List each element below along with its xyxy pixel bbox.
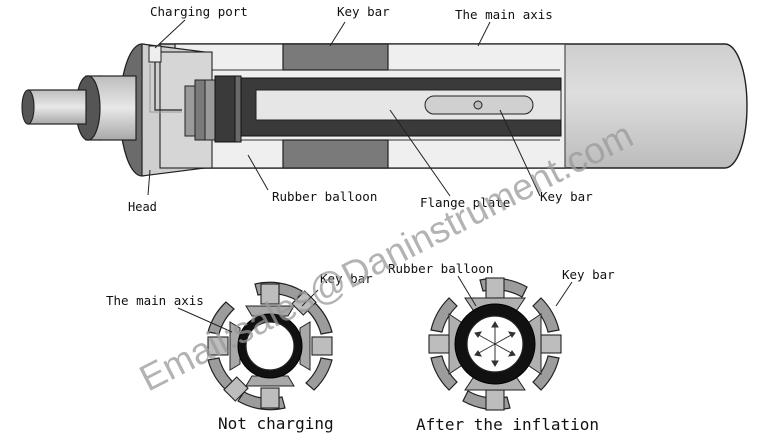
label-rubber-balloon-bottom: Rubber balloon [388, 261, 493, 276]
label-flange-plate: Flange plate [420, 195, 510, 210]
callouts-bottom-right [457, 275, 573, 307]
side-view [21, 43, 748, 177]
label-key-bar-right: Key bar [540, 189, 593, 204]
label-main-axis-bottom: The main axis [106, 293, 204, 308]
rubber-balloon-rings [184, 75, 242, 143]
callouts-top [147, 19, 541, 197]
callouts-bottom-left [177, 289, 319, 333]
key-bar-bottom-block [282, 139, 389, 169]
main-axis-core [245, 321, 295, 371]
label-key-bar-top: Key bar [337, 4, 390, 19]
shaft-end [27, 89, 87, 125]
label-main-axis-top: The main axis [455, 7, 553, 22]
inflation-arrows [474, 321, 516, 367]
key-bars [207, 283, 333, 409]
label-key-bar-bottom-right: Key bar [562, 267, 615, 282]
caption-not-charging: Not charging [218, 414, 334, 433]
cross-section-after-inflation [428, 277, 562, 411]
charging-port [148, 45, 182, 113]
label-charging-port: Charging port [150, 4, 248, 19]
label-rubber-balloon: Rubber balloon [272, 189, 377, 204]
cross-section-not-charging [207, 281, 333, 411]
caption-after-inflation: After the inflation [416, 415, 599, 434]
label-key-bar-left: Key bar [320, 271, 373, 286]
label-head: Head [128, 200, 157, 214]
key-bar-top-block [282, 43, 389, 71]
